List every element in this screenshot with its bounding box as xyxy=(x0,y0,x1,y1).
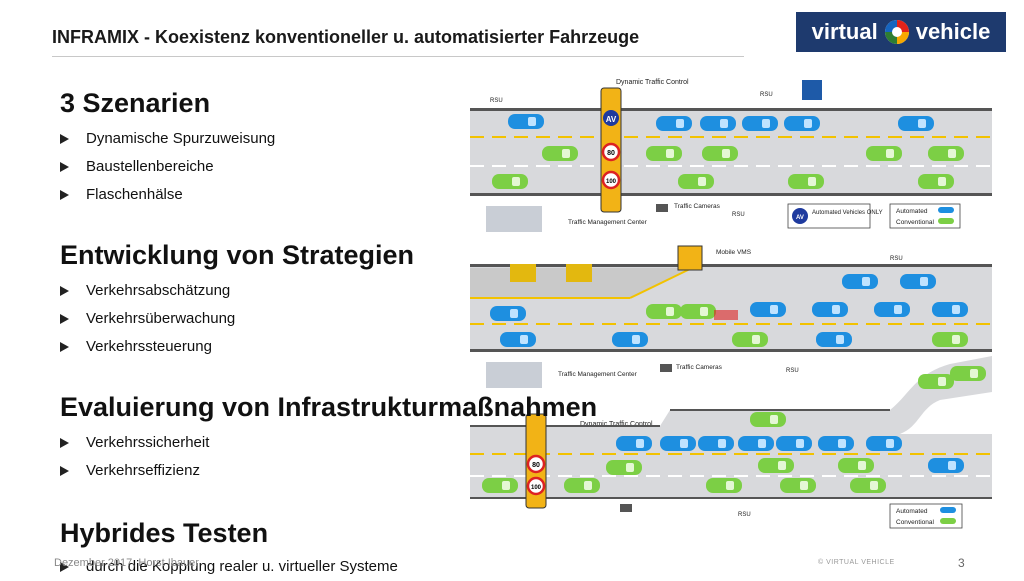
bullet-list: Verkehrsabschätzung Verkehrsüberwachung … xyxy=(60,277,414,361)
traffic-scenarios-illustration: AV 80 100 Dynamic Traffic Control RSU RS… xyxy=(470,79,992,529)
svg-text:RSU: RSU xyxy=(890,256,903,262)
svg-text:Traffic Cameras: Traffic Cameras xyxy=(674,203,721,210)
arrow-bullet-icon xyxy=(60,162,69,172)
arrow-bullet-icon xyxy=(60,562,69,572)
section-hybrides-testen: Hybrides Testen durch die Kopplung reale… xyxy=(60,518,398,581)
bullet-item: Verkehrssteuerung xyxy=(60,333,414,361)
bullet-item: Dynamische Spurzuweisung xyxy=(60,125,275,153)
arrow-bullet-icon xyxy=(60,466,69,476)
bullet-item: Baustellenbereiche xyxy=(60,153,275,181)
svg-text:RSU: RSU xyxy=(786,368,799,374)
scenario-2-road: Mobile VMS RSU xyxy=(470,245,992,352)
arrow-bullet-icon xyxy=(60,134,69,144)
arrow-bullet-icon xyxy=(60,190,69,200)
footer-copyright: © VIRTUAL VEHICLE xyxy=(818,559,895,566)
bullet-list: Verkehrssicherheit Verkehrseffizienz xyxy=(60,429,597,485)
section-szenarien: 3 Szenarien Dynamische Spurzuweisung Bau… xyxy=(60,88,275,209)
section-title: Entwicklung von Strategien xyxy=(60,240,415,270)
svg-text:80: 80 xyxy=(607,150,615,157)
arrow-bullet-icon xyxy=(60,314,69,324)
svg-text:100: 100 xyxy=(606,179,617,185)
svg-text:100: 100 xyxy=(531,485,542,491)
svg-text:RSU: RSU xyxy=(490,98,503,104)
svg-text:RSU: RSU xyxy=(732,212,745,218)
svg-text:RSU: RSU xyxy=(738,512,751,518)
section-title: 3 Szenarien xyxy=(60,88,211,118)
svg-text:Conventional: Conventional xyxy=(896,519,934,526)
section-title: Evaluierung von Infrastrukturmaßnahmen xyxy=(60,392,598,422)
svg-text:Traffic Management Center: Traffic Management Center xyxy=(568,219,648,226)
bullet-list: Dynamische Spurzuweisung Baustellenberei… xyxy=(60,125,275,209)
scenario-3-road: 80 100 RSU Automated Conventional xyxy=(470,356,992,529)
footer-date-author: Dezember 2017, Horst Ibauer xyxy=(54,557,199,569)
svg-text:Conventional: Conventional xyxy=(896,219,934,226)
overhead-sign: AV 80 100 xyxy=(600,87,622,213)
svg-text:AV: AV xyxy=(606,115,617,124)
bullet-item: Verkehrseffizienz xyxy=(60,457,597,485)
svg-text:RSU: RSU xyxy=(760,92,773,98)
svg-text:Mobile VMS: Mobile VMS xyxy=(716,249,752,256)
section-title: Hybrides Testen xyxy=(60,518,269,548)
slide-title: INFRAMIX - Koexistenz konventioneller u.… xyxy=(52,27,640,47)
arrow-bullet-icon xyxy=(60,342,69,352)
page-number: 3 xyxy=(958,556,965,570)
section-evaluierung: Evaluierung von Infrastrukturmaßnahmen V… xyxy=(60,392,597,485)
svg-text:Automated: Automated xyxy=(896,508,928,515)
svg-text:Dynamic Traffic Control: Dynamic Traffic Control xyxy=(616,79,689,86)
arrow-bullet-icon xyxy=(60,286,69,296)
bullet-item: durch die Kopplung realer u. virtueller … xyxy=(60,553,398,581)
scenario-1-legend: Traffic Management Center Traffic Camera… xyxy=(486,203,961,232)
bullet-list: durch die Kopplung realer u. virtueller … xyxy=(60,553,398,581)
bullet-item: Verkehrsüberwachung xyxy=(60,305,414,333)
logo-word-left: virtual xyxy=(811,19,878,44)
logo-mark-icon xyxy=(884,20,909,44)
logo-word-right: vehicle xyxy=(915,19,991,44)
svg-text:AV: AV xyxy=(796,215,804,221)
scenario-1-road xyxy=(470,108,992,196)
bullet-item: Flaschenhälse xyxy=(60,181,275,209)
vms-icon xyxy=(802,80,822,100)
svg-text:Traffic Management Center: Traffic Management Center xyxy=(558,371,638,378)
section-strategien: Entwicklung von Strategien Verkehrsabsch… xyxy=(60,240,414,361)
bullet-item: Verkehrssicherheit xyxy=(60,429,597,457)
svg-text:Automated: Automated xyxy=(896,208,928,215)
arrow-bullet-icon xyxy=(60,438,69,448)
virtual-vehicle-logo: virtual vehicle xyxy=(796,12,1006,52)
svg-text:80: 80 xyxy=(532,462,540,469)
title-divider xyxy=(52,56,744,57)
svg-text:Automated Vehicles ONLY: Automated Vehicles ONLY xyxy=(812,210,883,216)
svg-text:Traffic Cameras: Traffic Cameras xyxy=(676,364,723,371)
bullet-item: Verkehrsabschätzung xyxy=(60,277,414,305)
svg-text:Dynamic Traffic Control: Dynamic Traffic Control xyxy=(580,421,653,428)
